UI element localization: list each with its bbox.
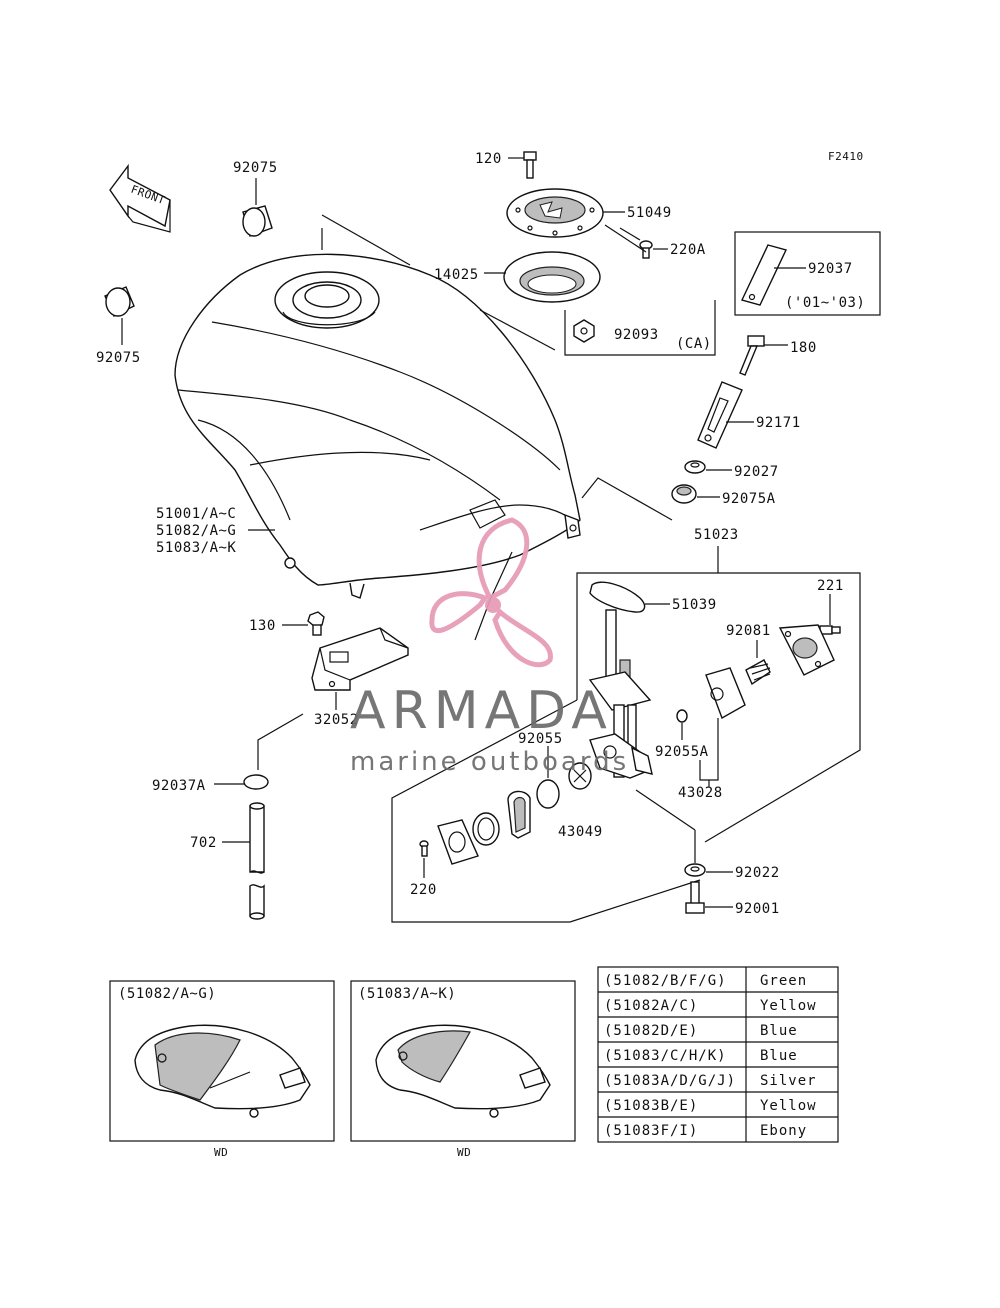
color-table-row: (51082A/C) Yellow (604, 998, 817, 1014)
callout-32052: 32052 (314, 712, 359, 728)
callout-180: 180 (790, 340, 817, 356)
callout-92001: 92001 (735, 901, 780, 917)
color-table-color: Yellow (760, 1098, 817, 1114)
watermark-brand: ARMADA (350, 681, 613, 741)
screw-220A (639, 240, 653, 259)
inset-caption-51083: WD (457, 1146, 471, 1159)
callout-43028: 43028 (678, 785, 723, 801)
color-table-color: Green (760, 973, 807, 989)
nut-92093 (573, 319, 595, 343)
color-table: (51082/B/F/G)Green(51082A/C)Yellow(51082… (597, 966, 839, 1143)
screw-220 (419, 840, 429, 857)
damper-92075-left (104, 286, 135, 317)
bolt-180 (739, 335, 765, 376)
box-92037 (734, 231, 881, 316)
inset-title-51082: (51082/A~G) (118, 986, 216, 1002)
callout-51001: 51001/A~C (156, 506, 236, 522)
gasket-51039 (589, 581, 646, 613)
callout-92075-left: 92075 (96, 350, 141, 366)
inset-51082: (51082/A~G) WD (109, 980, 335, 1159)
callout-92055: 92055 (518, 731, 563, 747)
callout-51023: 51023 (694, 527, 739, 543)
o-ring-92055 (536, 779, 560, 809)
callout-92037: 92037 (808, 261, 853, 277)
hose-702 (249, 802, 265, 920)
color-table-code: (51082/B/F/G) (604, 973, 727, 989)
watermark-tagline: marine outboards (350, 747, 629, 777)
callout-51039: 51039 (672, 597, 717, 613)
tap-lever-43049 (437, 762, 592, 865)
callout-130: 130 (249, 618, 276, 634)
callout-702: 702 (190, 835, 217, 851)
color-table-row: (51083B/E) Yellow (604, 1098, 817, 1114)
callout-51083: 51083/A~K (156, 540, 236, 556)
tap-cover (778, 624, 835, 676)
filler-cap-51049 (506, 188, 604, 238)
cap-base-ring-14025 (503, 251, 601, 303)
bolt-120 (523, 151, 537, 179)
callout-92055A: 92055A (655, 744, 709, 760)
strap-92037 (741, 244, 787, 306)
washer-92022 (684, 863, 706, 877)
callout-92075A: 92075A (722, 491, 776, 507)
callout-220: 220 (410, 882, 437, 898)
clip-92037A (243, 774, 269, 790)
color-table-code: (51083A/D/G/J) (604, 1073, 736, 1089)
callout-01-03: ('01~'03) (785, 295, 865, 311)
damper-92075-top (242, 205, 273, 237)
color-table-color: Blue (760, 1023, 798, 1039)
color-table-code: (51083B/E) (604, 1098, 698, 1114)
damper-92075A (671, 484, 697, 504)
box-51023 (576, 572, 861, 843)
color-table-color: Ebony (760, 1123, 807, 1139)
callout-92037A: 92037A (152, 778, 206, 794)
callout-92171: 92171 (756, 415, 801, 431)
color-table-color: Yellow (760, 998, 817, 1014)
inset-title-51083: (51083/A~K) (358, 986, 456, 1002)
diaphragm-plate (705, 667, 746, 720)
bracket-32052 (311, 627, 409, 691)
color-table-row: (51082D/E) Blue (604, 1023, 798, 1039)
color-table-code: (51083F/I) (604, 1123, 698, 1139)
color-table-row: (51083/C/H/K) Blue (604, 1048, 798, 1064)
inset-caption-51082: WD (214, 1146, 228, 1159)
color-table-row: (51082/B/F/G) Green (604, 973, 807, 989)
color-table-row: (51083F/I) Ebony (604, 1123, 807, 1139)
bolt-130 (307, 611, 325, 636)
callout-14025: 14025 (434, 267, 479, 283)
color-table-color: Blue (760, 1048, 798, 1064)
callout-92081: 92081 (726, 623, 771, 639)
inset-51083: (51083/A~K) WD (350, 980, 576, 1159)
o-ring-92055A (676, 709, 688, 723)
callout-CA: (CA) (676, 336, 712, 352)
callout-51082: 51082/A~G (156, 523, 236, 539)
callout-92093: 92093 (614, 327, 659, 343)
bolt-92001 (685, 881, 705, 914)
screw-221 (819, 625, 841, 635)
color-table-color: Silver (760, 1073, 817, 1089)
callout-43049: 43049 (558, 824, 603, 840)
spring-92081 (745, 659, 771, 686)
color-table-row: (51083A/D/G/J) Silver (604, 1073, 817, 1089)
callout-120: 120 (475, 151, 502, 167)
callout-92022: 92022 (735, 865, 780, 881)
callout-92027: 92027 (734, 464, 779, 480)
callout-51049: 51049 (627, 205, 672, 221)
color-table-code: (51082A/C) (604, 998, 698, 1014)
callout-221: 221 (817, 578, 844, 594)
figure-code: F2410 (828, 150, 864, 163)
collar-92027 (684, 460, 706, 474)
front-arrow-icon: FRONT (109, 163, 171, 233)
fuel-tank (174, 253, 581, 599)
color-table-code: (51082D/E) (604, 1023, 698, 1039)
callout-92075-top: 92075 (233, 160, 278, 176)
armada-watermark: ARMADA marine outboards (350, 517, 629, 777)
fuel-tap-body (588, 609, 653, 779)
propeller-logo-icon (429, 517, 553, 668)
callout-220A: 220A (670, 242, 706, 258)
stay-92171 (697, 381, 743, 449)
color-table-code: (51083/C/H/K) (604, 1048, 727, 1064)
